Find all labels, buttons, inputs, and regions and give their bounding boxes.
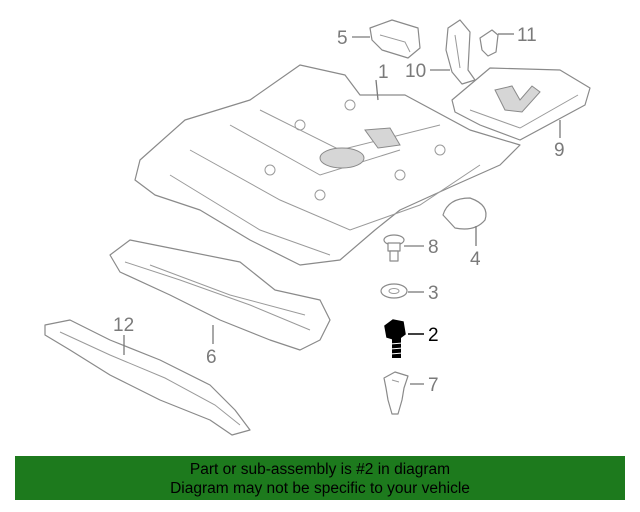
part-10-mounting-bracket[interactable] (445, 19, 476, 85)
callout-5: 5 (337, 28, 348, 49)
parts-diagram: 1 2 3 4 5 6 7 8 9 10 11 12 (44, 19, 591, 436)
notice-line-part: Part or sub-assembly is #2 in diagram (189, 461, 451, 478)
part-6-side-shield[interactable] (109, 239, 331, 351)
part-2-bolt[interactable] (384, 319, 406, 358)
callout-6: 6 (206, 347, 217, 368)
callout-1: 1 (378, 62, 389, 83)
callout-4: 4 (470, 249, 481, 270)
callout-3: 3 (428, 283, 439, 304)
callout-7: 7 (428, 375, 439, 396)
part-3-washer[interactable] (380, 283, 408, 299)
callout-2[interactable]: 2 (428, 325, 439, 346)
callout-10: 10 (405, 61, 426, 82)
diagram-notice-banner: Part or sub-assembly is #2 in diagram Di… (15, 456, 625, 500)
part-1-underbody-shield[interactable] (134, 64, 521, 266)
part-5-bracket[interactable] (369, 19, 421, 59)
leader-lines (123, 33, 561, 385)
part-11-clip-bracket[interactable] (479, 29, 499, 57)
notice-line-disclaimer: Diagram may not be specific to your vehi… (170, 480, 470, 497)
callout-labels: 1 2 3 4 5 6 7 8 9 10 11 12 (113, 25, 565, 396)
callout-12: 12 (113, 315, 134, 336)
part-9-rear-panel[interactable] (451, 67, 591, 141)
callout-9: 9 (554, 140, 565, 161)
part-12-front-trim[interactable] (44, 319, 251, 436)
callout-8: 8 (428, 237, 439, 258)
part-8-bolt[interactable] (383, 234, 405, 262)
callout-11: 11 (517, 25, 537, 46)
part-4-cover-cap[interactable] (442, 197, 487, 230)
part-7-clip-nut[interactable] (383, 371, 409, 415)
